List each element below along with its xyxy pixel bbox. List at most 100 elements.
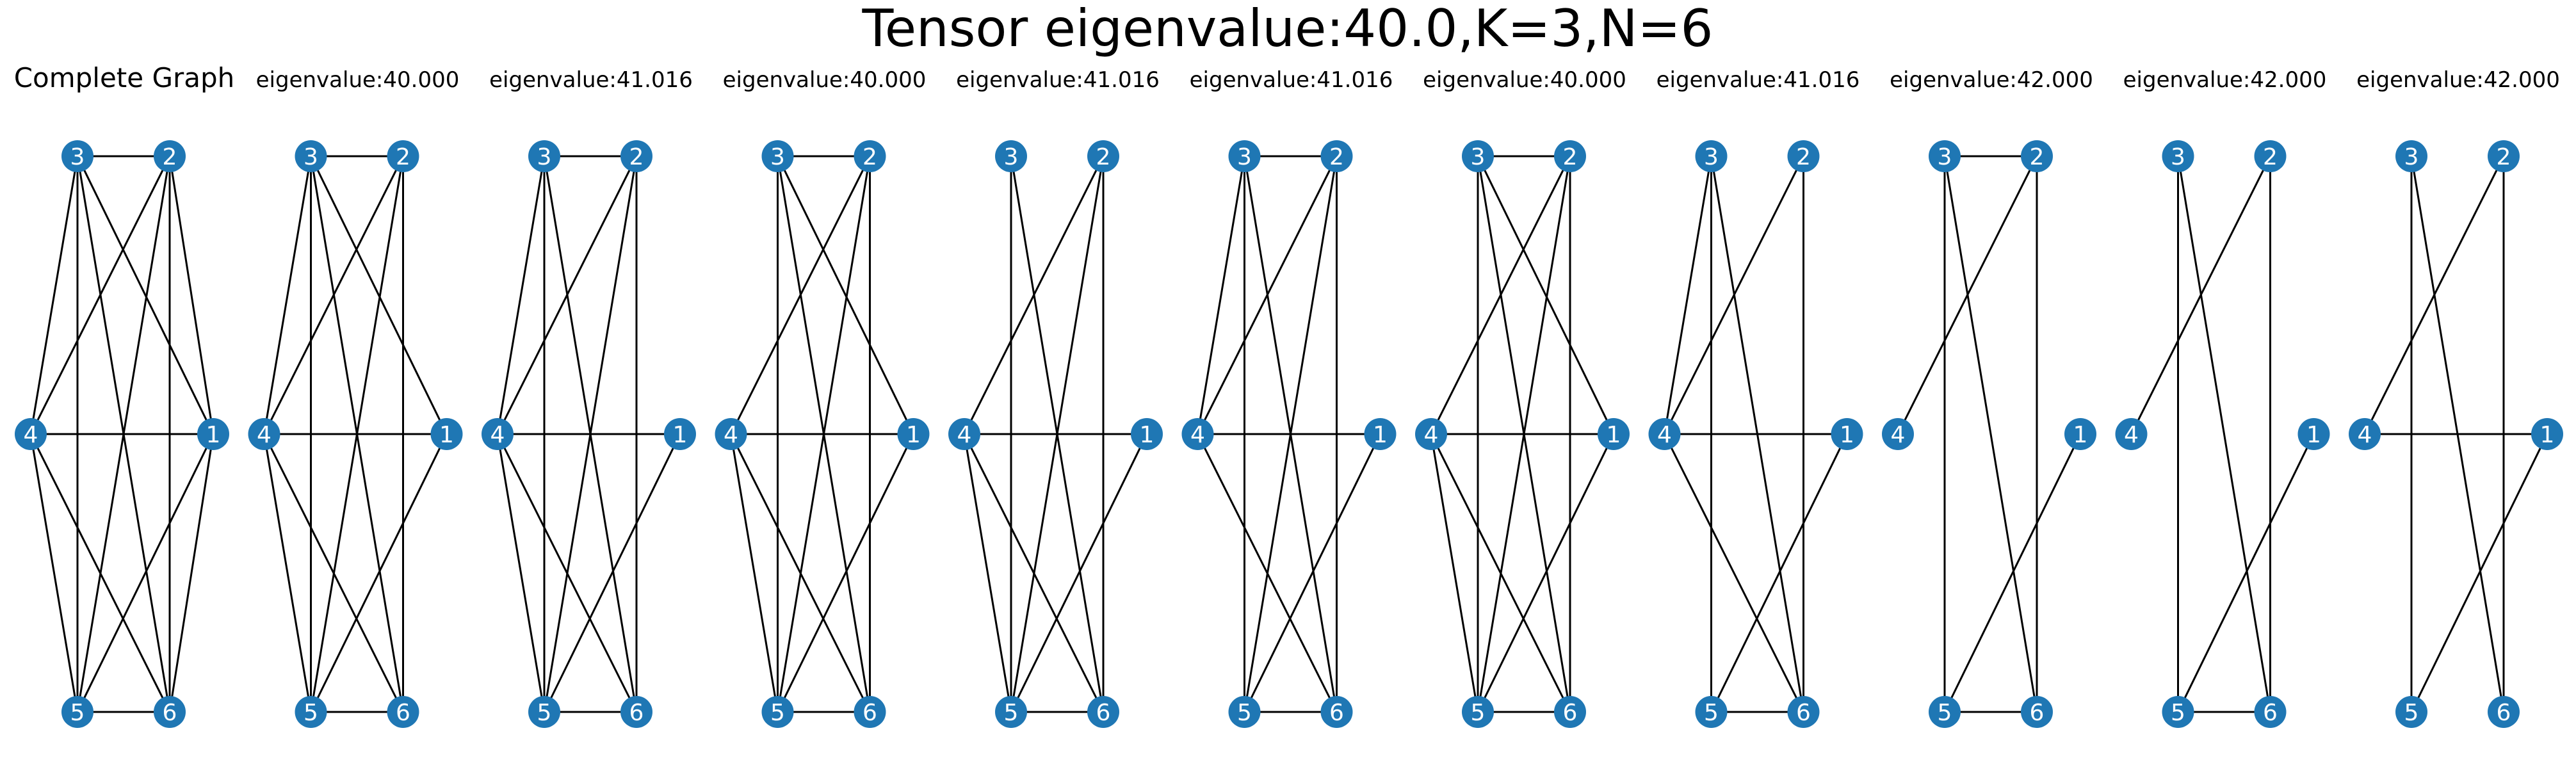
node-label: 2 <box>2497 144 2511 170</box>
node-2 <box>1087 140 1119 172</box>
node-label: 5 <box>1704 700 1719 726</box>
node-label: 3 <box>304 144 318 170</box>
edge-3-6 <box>1243 155 1338 713</box>
edge-3-4 <box>1197 155 1245 435</box>
node-5 <box>1695 696 1728 728</box>
panel-title: eigenvalue:41.016 <box>1657 67 1860 93</box>
node-label: 1 <box>439 422 454 448</box>
node-label: 5 <box>1938 700 1952 726</box>
edge-4-6 <box>1197 433 1338 713</box>
node-6 <box>2254 696 2287 728</box>
node-3 <box>1929 140 1961 172</box>
node-1 <box>197 418 229 450</box>
node-4 <box>948 418 980 450</box>
edge-4-6 <box>963 433 1105 713</box>
node-label: 4 <box>724 422 738 448</box>
node-label: 6 <box>163 700 177 726</box>
edge-1-3 <box>76 155 215 435</box>
node-4 <box>482 418 514 450</box>
panel-title: eigenvalue:41.016 <box>489 67 693 93</box>
node-label: 4 <box>2124 422 2139 448</box>
edge-1-5 <box>1943 433 2082 713</box>
edge-4-6 <box>496 433 638 713</box>
edge-4-5 <box>963 433 1012 713</box>
edge-1-5 <box>1010 433 1148 713</box>
node-label: 6 <box>396 700 410 726</box>
node-label: 4 <box>1657 422 1672 448</box>
node-5 <box>761 696 794 728</box>
edge-3-6 <box>2410 155 2505 713</box>
node-label: 5 <box>537 700 552 726</box>
node-label: 4 <box>24 422 38 448</box>
node-6 <box>854 696 886 728</box>
node-6 <box>1320 696 1353 728</box>
node-label: 4 <box>257 422 271 448</box>
node-label: 5 <box>70 700 85 726</box>
panel-title: eigenvalue:42.000 <box>1890 67 2093 93</box>
node-label: 5 <box>1004 700 1019 726</box>
node-label: 6 <box>1796 700 1811 726</box>
edge-1-2 <box>168 155 215 435</box>
node-1 <box>897 418 930 450</box>
edge-1-5 <box>777 433 914 713</box>
node-6 <box>387 696 419 728</box>
edge-1-3 <box>777 155 914 435</box>
node-3 <box>995 140 1027 172</box>
edge-1-5 <box>2410 433 2548 713</box>
edge-4-5 <box>263 433 312 713</box>
node-6 <box>620 696 652 728</box>
panel-title: eigenvalue:40.000 <box>723 67 927 93</box>
node-4 <box>1882 418 1914 450</box>
node-5 <box>295 696 327 728</box>
node-1 <box>2531 418 2563 450</box>
node-4 <box>2349 418 2381 450</box>
node-label: 3 <box>1237 144 1252 170</box>
edge-1-5 <box>76 433 215 713</box>
node-label: 6 <box>629 700 644 726</box>
node-2 <box>1320 140 1353 172</box>
node-3 <box>1695 140 1728 172</box>
edge-1-5 <box>1243 433 1381 713</box>
node-label: 4 <box>1424 422 1439 448</box>
node-2 <box>2488 140 2520 172</box>
node-label: 5 <box>1471 700 1486 726</box>
node-label: 1 <box>673 422 688 448</box>
edge-3-6 <box>543 155 638 713</box>
node-label: 2 <box>2263 144 2278 170</box>
node-5 <box>995 696 1027 728</box>
node-1 <box>1598 418 1630 450</box>
edge-1-6 <box>168 433 215 713</box>
node-3 <box>61 140 93 172</box>
node-label: 1 <box>1607 422 1621 448</box>
node-4 <box>1415 418 1447 450</box>
node-6 <box>2488 696 2520 728</box>
node-label: 1 <box>2073 422 2088 448</box>
panel-title: eigenvalue:41.016 <box>1190 67 1393 93</box>
edge-3-6 <box>1710 155 1804 713</box>
node-2 <box>154 140 186 172</box>
edge-4-6 <box>1664 433 1804 713</box>
node-5 <box>61 696 93 728</box>
node-label: 4 <box>2358 422 2372 448</box>
edge-3-6 <box>1477 155 1571 713</box>
node-label: 3 <box>2404 144 2419 170</box>
node-label: 6 <box>1329 700 1344 726</box>
figure-title: Tensor eigenvalue:40.0,K=3,N=6 <box>862 0 1713 58</box>
node-3 <box>528 140 560 172</box>
panel-title: eigenvalue:40.000 <box>256 67 460 93</box>
node-label: 6 <box>2030 700 2045 726</box>
node-label: 1 <box>1840 422 1854 448</box>
node-2 <box>854 140 886 172</box>
edge-3-6 <box>1943 155 2038 713</box>
panel-title: eigenvalue:42.000 <box>2123 67 2327 93</box>
edge-4-6 <box>1430 433 1571 713</box>
node-3 <box>1462 140 1494 172</box>
node-label: 1 <box>206 422 221 448</box>
edge-1-5 <box>1710 433 1848 713</box>
node-label: 4 <box>1891 422 1906 448</box>
